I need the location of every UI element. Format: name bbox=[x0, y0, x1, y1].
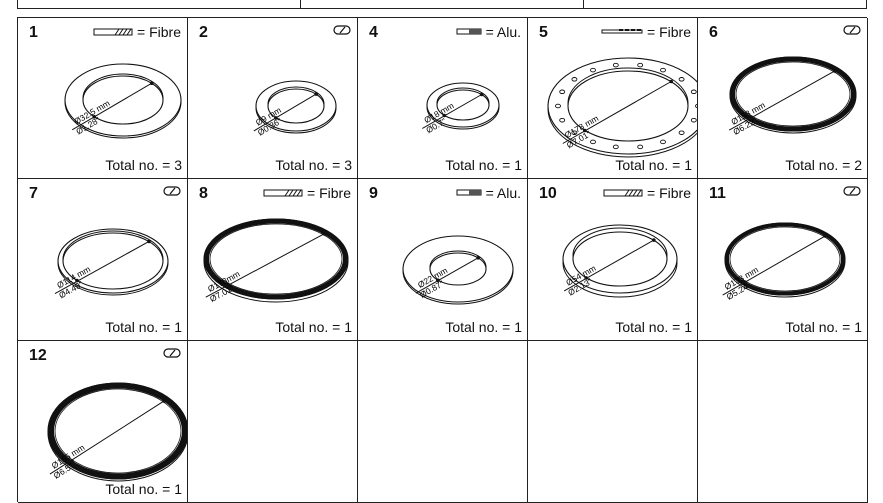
item-number: 11 bbox=[709, 185, 726, 202]
total-count: Total no. = 1 bbox=[445, 157, 522, 173]
empty-cell bbox=[358, 341, 528, 503]
round-section-icon bbox=[163, 348, 181, 358]
total-count: Total no. = 1 bbox=[615, 157, 692, 173]
material-legend bbox=[333, 24, 351, 36]
fibre-section-icon bbox=[603, 189, 643, 197]
total-count: Total no. = 1 bbox=[785, 319, 862, 335]
fibre-section-icon bbox=[93, 28, 133, 36]
total-count: Total no. = 1 bbox=[445, 319, 522, 335]
item-number: 9 bbox=[369, 185, 378, 202]
item-number: 6 bbox=[709, 24, 718, 41]
total-count: Total no. = 2 bbox=[785, 157, 862, 173]
item-number: 8 bbox=[199, 185, 208, 202]
total-count: Total no. = 1 bbox=[615, 319, 692, 335]
round-section-icon bbox=[843, 186, 861, 196]
item-number: 10 bbox=[539, 185, 557, 202]
total-count: Total no. = 3 bbox=[275, 157, 352, 173]
total-count: Total no. = 1 bbox=[105, 319, 182, 335]
item-number: 5 bbox=[539, 24, 548, 41]
material-label: = Fibre bbox=[307, 185, 351, 201]
material-legend bbox=[163, 347, 181, 359]
round-section-icon bbox=[843, 25, 861, 35]
material-legend: = Alu. bbox=[456, 24, 521, 40]
table-divider bbox=[583, 0, 584, 8]
empty-cell bbox=[698, 341, 868, 503]
item-number: 7 bbox=[29, 185, 38, 202]
material-label: = Fibre bbox=[647, 185, 691, 201]
material-legend bbox=[163, 185, 181, 197]
round-section-icon bbox=[333, 25, 351, 35]
material-label: = Alu. bbox=[485, 24, 521, 40]
material-label: = Fibre bbox=[137, 24, 181, 40]
fibre-section-icon bbox=[263, 189, 303, 197]
material-legend: = Fibre bbox=[601, 24, 691, 40]
total-count: Total no. = 3 bbox=[105, 157, 182, 173]
material-legend bbox=[843, 24, 861, 36]
material-label: = Alu. bbox=[485, 185, 521, 201]
alu-section-icon bbox=[456, 28, 482, 35]
fibre-flat-section-icon bbox=[601, 29, 643, 34]
total-count: Total no. = 1 bbox=[275, 319, 352, 335]
total-count: Total no. = 1 bbox=[105, 481, 182, 497]
item-number: 4 bbox=[369, 24, 378, 41]
table-divider bbox=[300, 0, 301, 8]
material-legend: = Fibre bbox=[93, 24, 181, 40]
previous-table-edge bbox=[17, 0, 867, 9]
alu-section-icon bbox=[456, 189, 482, 196]
material-legend: = Fibre bbox=[603, 185, 691, 201]
material-legend: = Fibre bbox=[263, 185, 351, 201]
material-legend bbox=[843, 185, 861, 197]
item-number: 2 bbox=[199, 24, 208, 41]
empty-cell bbox=[188, 341, 358, 503]
item-number: 12 bbox=[29, 347, 47, 364]
material-label: = Fibre bbox=[647, 24, 691, 40]
round-section-icon bbox=[163, 186, 181, 196]
item-number: 1 bbox=[29, 24, 38, 41]
material-legend: = Alu. bbox=[456, 185, 521, 201]
empty-cell bbox=[528, 341, 698, 503]
